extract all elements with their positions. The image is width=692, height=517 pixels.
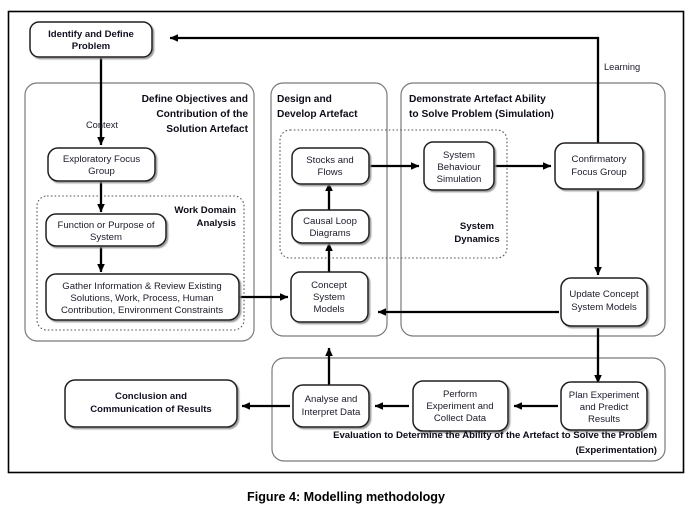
node-identify-and-define-problem[interactable]: Identify and Define Problem bbox=[29, 21, 153, 58]
node-exploratory-focus-group[interactable]: Exploratory Focus Group bbox=[47, 147, 156, 182]
node-label: and Predict bbox=[580, 402, 629, 413]
node-stocks-and-flows[interactable]: Stocks and Flows bbox=[291, 147, 370, 185]
node-label: Diagrams bbox=[309, 228, 350, 239]
node-label: Stocks and bbox=[306, 155, 353, 166]
group-title-line: Solution Artefact bbox=[166, 124, 248, 135]
node-label: Flows bbox=[317, 167, 342, 178]
group-title-line: Demonstrate Artefact Ability bbox=[409, 94, 546, 105]
node-causal-loop-diagrams[interactable]: Causal Loop Diagrams bbox=[291, 209, 370, 244]
edge-label-learning: Learning bbox=[604, 62, 640, 72]
node-gather-information[interactable]: Gather Information & Review Existing Sol… bbox=[45, 273, 240, 321]
group-evaluation bbox=[271, 357, 666, 462]
node-label: Conclusion and bbox=[115, 391, 187, 402]
node-label: Results bbox=[588, 414, 620, 425]
node-label: Update Concept bbox=[569, 289, 639, 300]
node-label: Problem bbox=[72, 41, 110, 52]
node-perform-experiment[interactable]: Perform Experiment and Collect Data bbox=[412, 380, 509, 432]
node-label: Analyse and bbox=[305, 394, 358, 405]
figure-caption: Figure 4: Modelling methodology bbox=[247, 490, 445, 504]
group-title-line: Design and bbox=[277, 94, 332, 105]
group-title-line: Develop Artefact bbox=[277, 109, 358, 120]
connectors bbox=[97, 34, 602, 410]
node-label: Identify and Define bbox=[48, 29, 134, 40]
node-label: Perform bbox=[443, 389, 477, 400]
group-define-objectives bbox=[24, 82, 255, 342]
group-title-line: (Experimentation) bbox=[575, 445, 657, 456]
node-label: Contribution, Environment Constraints bbox=[61, 305, 223, 316]
node-label: Focus Group bbox=[571, 167, 626, 178]
group-title-line: Work Domain bbox=[174, 205, 236, 216]
node-label: Exploratory Focus bbox=[63, 154, 141, 165]
node-concept-system-models[interactable]: Concept System Models bbox=[290, 271, 369, 323]
group-title-work-domain-analysis: Work Domain Analysis bbox=[174, 205, 236, 229]
group-title-line: Define Objectives and bbox=[142, 94, 248, 105]
node-label: System Models bbox=[571, 302, 637, 313]
node-label: Solutions, Work, Process, Human bbox=[70, 293, 213, 304]
node-update-concept-system-models[interactable]: Update Concept System Models bbox=[560, 277, 648, 327]
node-confirmatory-focus-group[interactable]: Confirmatory Focus Group bbox=[554, 142, 644, 190]
node-label: Models bbox=[314, 304, 345, 315]
node-label: Plan Experiment bbox=[569, 390, 640, 401]
node-function-or-purpose-of-system[interactable]: Function or Purpose of System bbox=[45, 213, 167, 247]
edge-label-context: Context bbox=[86, 120, 118, 130]
node-system-behaviour-simulation[interactable]: System Behaviour Simulation bbox=[423, 141, 495, 191]
group-title-line: System bbox=[460, 221, 494, 232]
group-title-evaluation: Evaluation to Determine the Ability of t… bbox=[333, 430, 657, 456]
node-label: Behaviour bbox=[437, 162, 481, 173]
node-analyse-interpret-data[interactable]: Analyse and Interpret Data bbox=[292, 384, 370, 428]
node-label: Causal Loop bbox=[303, 216, 357, 227]
group-title-line: Evaluation to Determine the Ability of t… bbox=[333, 430, 657, 441]
node-label: Group bbox=[88, 166, 115, 177]
group-title-demonstrate: Demonstrate Artefact Ability to Solve Pr… bbox=[409, 94, 554, 120]
group-system-dynamics bbox=[279, 129, 508, 259]
node-label: Gather Information & Review Existing bbox=[62, 281, 221, 292]
edge-learning-loop bbox=[169, 34, 600, 143]
group-title-line: Contribution of the bbox=[156, 109, 248, 120]
node-label: Communication of Results bbox=[90, 404, 212, 415]
node-label: Interpret Data bbox=[302, 407, 361, 418]
node-label: System bbox=[443, 150, 475, 161]
node-plan-experiment[interactable]: Plan Experiment and Predict Results bbox=[560, 381, 648, 431]
group-title-line: Dynamics bbox=[454, 234, 499, 245]
node-label: Function or Purpose of bbox=[57, 220, 154, 231]
group-title-system-dynamics: System Dynamics bbox=[454, 221, 499, 245]
node-label: Concept bbox=[311, 280, 347, 291]
node-label: Collect Data bbox=[434, 413, 487, 424]
node-conclusion-communication[interactable]: Conclusion and Communication of Results bbox=[64, 379, 238, 428]
group-work-domain-analysis bbox=[36, 195, 245, 331]
group-design-develop bbox=[270, 82, 388, 337]
node-label: Confirmatory bbox=[572, 154, 627, 165]
node-label: System bbox=[313, 292, 345, 303]
group-title-line: Analysis bbox=[197, 218, 236, 229]
node-label: Simulation bbox=[437, 174, 482, 185]
group-demonstrate bbox=[400, 82, 666, 337]
node-label: Experiment and bbox=[426, 401, 493, 412]
group-title-line: to Solve Problem (Simulation) bbox=[409, 109, 554, 120]
group-title-define-objectives: Define Objectives and Contribution of th… bbox=[142, 94, 249, 135]
group-title-design-develop: Design and Develop Artefact bbox=[277, 94, 358, 120]
node-label: System bbox=[90, 232, 122, 243]
